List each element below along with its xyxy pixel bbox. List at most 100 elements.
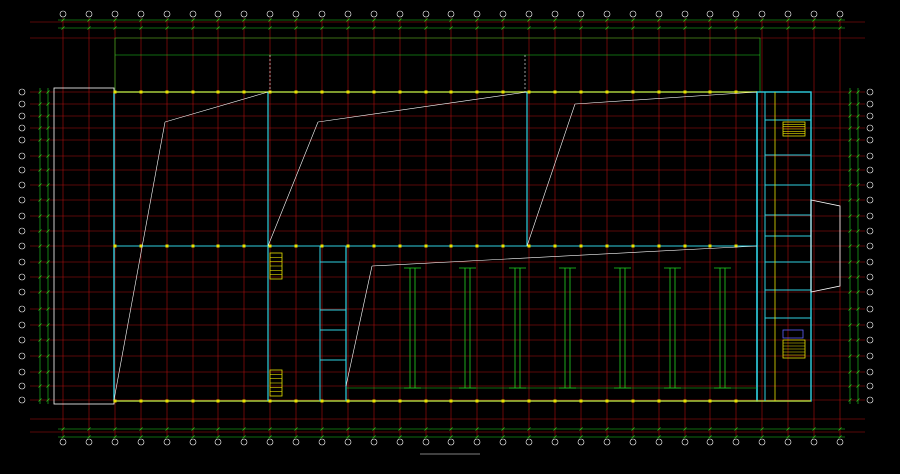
dimension-tick bbox=[657, 427, 661, 431]
column-marker bbox=[165, 399, 169, 403]
dimension-tick bbox=[848, 90, 852, 94]
dimension-tick bbox=[553, 26, 557, 30]
slope-annotation-line bbox=[526, 103, 576, 247]
dimension-tick bbox=[760, 18, 764, 22]
dimension-tick bbox=[848, 102, 852, 106]
axis-bubble-col bbox=[732, 10, 740, 18]
axis-bubble-row bbox=[866, 321, 874, 329]
dimension-tick bbox=[268, 18, 272, 22]
axis-bubble-col bbox=[473, 438, 481, 446]
dimension-tick bbox=[46, 138, 50, 142]
column-marker bbox=[113, 244, 117, 248]
dimension-tick bbox=[501, 26, 505, 30]
axis-bubble-row bbox=[866, 152, 874, 160]
dimension-tick bbox=[553, 18, 557, 22]
axis-bubble-col bbox=[422, 438, 430, 446]
column-marker bbox=[346, 399, 350, 403]
axis-bubble-row bbox=[18, 305, 26, 313]
dimension-tick bbox=[46, 370, 50, 374]
dimension-tick bbox=[449, 26, 453, 30]
dimension-tick bbox=[527, 435, 531, 439]
dimension-tick bbox=[46, 102, 50, 106]
dimension-tick bbox=[812, 18, 816, 22]
dimension-tick bbox=[734, 18, 738, 22]
dimension-tick bbox=[848, 260, 852, 264]
column-marker bbox=[527, 399, 531, 403]
dimension-tick bbox=[708, 435, 712, 439]
dimension-tick bbox=[856, 370, 860, 374]
dimension-tick bbox=[579, 435, 583, 439]
dimension-tick bbox=[398, 18, 402, 22]
dimension-tick bbox=[838, 26, 842, 30]
axis-bubble-row bbox=[866, 166, 874, 174]
dimension-tick bbox=[242, 427, 246, 431]
axis-bubble-col bbox=[266, 438, 274, 446]
column-marker bbox=[320, 90, 324, 94]
dimension-tick bbox=[216, 435, 220, 439]
dimension-tick bbox=[856, 198, 860, 202]
axis-bubble-col bbox=[577, 438, 585, 446]
dimension-tick bbox=[242, 18, 246, 22]
axis-bubble-row bbox=[866, 242, 874, 250]
dimension-tick bbox=[242, 435, 246, 439]
column-marker bbox=[424, 244, 428, 248]
axis-bubble-row bbox=[18, 88, 26, 96]
dimension-tick bbox=[848, 338, 852, 342]
dimension-tick bbox=[191, 435, 195, 439]
dimension-tick bbox=[501, 435, 505, 439]
dimension-tick bbox=[848, 398, 852, 402]
axis-bubble-col bbox=[85, 438, 93, 446]
axis-bubble-col bbox=[344, 10, 352, 18]
axis-bubble-row bbox=[866, 305, 874, 313]
column-marker bbox=[216, 90, 220, 94]
column-marker bbox=[579, 90, 583, 94]
axis-bubble-col bbox=[784, 438, 792, 446]
dimension-tick bbox=[46, 275, 50, 279]
dimension-tick bbox=[38, 354, 42, 358]
dimension-tick bbox=[46, 323, 50, 327]
axis-bubble-row bbox=[866, 227, 874, 235]
dimension-tick bbox=[848, 290, 852, 294]
axis-bubble-row bbox=[866, 352, 874, 360]
axis-bubble-col bbox=[499, 10, 507, 18]
dimension-tick bbox=[139, 435, 143, 439]
dimension-tick bbox=[848, 126, 852, 130]
dimension-tick bbox=[856, 138, 860, 142]
column-marker bbox=[605, 399, 609, 403]
dimension-tick bbox=[165, 427, 169, 431]
dimension-tick bbox=[46, 126, 50, 130]
dimension-chains bbox=[38, 18, 860, 439]
column-marker bbox=[657, 90, 661, 94]
column-marker bbox=[165, 90, 169, 94]
dimension-tick bbox=[760, 427, 764, 431]
dimension-tick bbox=[294, 26, 298, 30]
column-marker bbox=[320, 399, 324, 403]
column-marker bbox=[631, 399, 635, 403]
dimension-tick bbox=[87, 18, 91, 22]
axis-bubble-row bbox=[866, 112, 874, 120]
dimension-tick bbox=[38, 323, 42, 327]
dimension-tick bbox=[38, 338, 42, 342]
dimension-tick bbox=[38, 126, 42, 130]
dimension-tick bbox=[786, 18, 790, 22]
axis-bubble-col bbox=[266, 10, 274, 18]
axis-bubble-row bbox=[18, 288, 26, 296]
dimension-tick bbox=[372, 18, 376, 22]
dimension-tick bbox=[424, 26, 428, 30]
axis-bubble-row bbox=[18, 336, 26, 344]
axis-bubble-row bbox=[18, 136, 26, 144]
axis-bubble-col bbox=[551, 438, 559, 446]
axis-bubble-col bbox=[292, 10, 300, 18]
column-marker bbox=[475, 399, 479, 403]
dimension-tick bbox=[38, 183, 42, 187]
dimension-tick bbox=[856, 90, 860, 94]
slope-annotation-line bbox=[574, 91, 758, 105]
axis-bubble-row bbox=[18, 382, 26, 390]
column-marker bbox=[579, 399, 583, 403]
dimension-tick bbox=[848, 154, 852, 158]
dimension-tick bbox=[734, 427, 738, 431]
dimension-tick bbox=[812, 435, 816, 439]
axis-bubble-col bbox=[370, 438, 378, 446]
axis-bubble-row bbox=[866, 100, 874, 108]
